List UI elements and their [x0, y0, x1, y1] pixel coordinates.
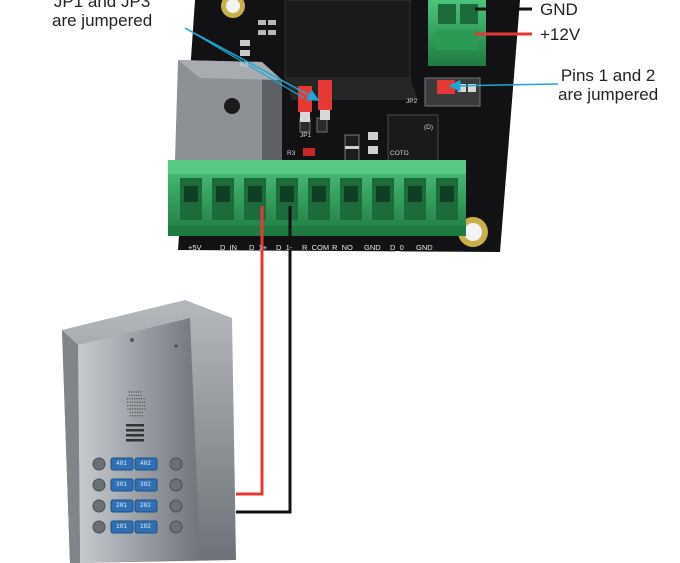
keypad-key	[110, 457, 134, 471]
keypad-key	[110, 478, 134, 492]
callout-jumper-right-line2: are jumpered	[558, 85, 659, 104]
terminal-pin-label: GND	[416, 243, 433, 252]
silk-d1: (D)	[424, 124, 434, 131]
keypad-key	[134, 520, 158, 534]
keypad-key	[110, 520, 134, 534]
keypad-key-label: 302	[140, 481, 151, 488]
terminal-pin-label: D_1+	[249, 243, 268, 252]
keypad-key-label: 102	[140, 523, 151, 530]
wire-black-data	[236, 206, 292, 514]
callout-arrow-left	[184, 27, 320, 101]
silk-r3: R3	[287, 150, 296, 157]
keypad-key-label: 401	[116, 460, 127, 467]
silk-jp2: JP2	[406, 98, 418, 105]
callout-jumper-left-line1: JP1 and JP3	[53, 0, 151, 11]
door-intercom-panel	[62, 300, 236, 563]
side-button	[169, 499, 183, 513]
smd-components	[240, 20, 378, 162]
keypad-key	[110, 499, 134, 513]
label-gnd: GND	[540, 0, 578, 19]
callout-jumper-left-line2: are jumpered	[52, 11, 153, 30]
keypad-key-label: 101	[116, 523, 127, 530]
label-12v: +12V	[540, 25, 581, 44]
side-button	[169, 520, 183, 534]
mounting-hole-icon	[224, 98, 240, 114]
jumper-right	[424, 77, 481, 107]
side-button	[92, 499, 106, 513]
callout-jumper-left: JP1 and JP3 are jumpered	[52, 0, 152, 30]
speaker-grille-icon	[126, 424, 144, 442]
side-button	[92, 457, 106, 471]
silk-coto: COTO	[390, 150, 409, 157]
terminal-pin-label: +5V	[188, 243, 202, 252]
keypad-key	[134, 478, 158, 492]
silk-r8: R8	[240, 62, 249, 69]
side-button	[92, 478, 106, 492]
terminal-pin-label: R_NO	[332, 243, 353, 252]
keypad-key	[134, 499, 158, 513]
coto-relay	[387, 114, 439, 166]
keypad-key-label: 202	[140, 502, 151, 509]
terminal-pin-label: D_1-	[276, 243, 293, 252]
keypad-key-label: 201	[116, 502, 127, 509]
side-button	[169, 478, 183, 492]
silk-jp1: JP1	[300, 132, 312, 139]
keypad-key-label: 402	[140, 460, 151, 467]
side-button	[169, 457, 183, 471]
wire-red-data	[236, 206, 264, 496]
terminal-pin-label: D_0	[390, 243, 404, 252]
callout-jumper-right: Pins 1 and 2 are jumpered	[558, 66, 658, 104]
side-button	[92, 520, 106, 534]
callout-arrow-right	[448, 79, 559, 92]
keypad-key	[134, 457, 158, 471]
terminal-pin-label: R_COM	[302, 243, 330, 252]
callout-jumper-right-line1: Pins 1 and 2	[560, 66, 656, 85]
regulator-block	[175, 60, 282, 170]
terminal-pin-label: GND	[364, 243, 381, 252]
keypad-key-label: 301	[116, 481, 127, 488]
terminal-pin-label: D_IN	[220, 243, 238, 252]
callout-arrow-left-2	[184, 27, 305, 99]
relay	[284, 0, 418, 100]
terminal-block	[168, 160, 466, 236]
